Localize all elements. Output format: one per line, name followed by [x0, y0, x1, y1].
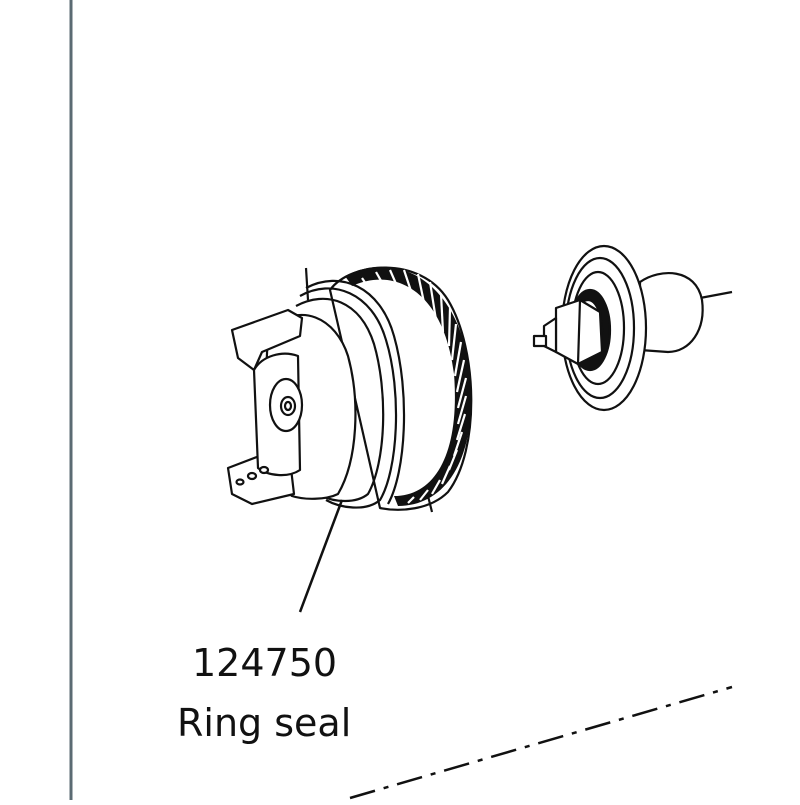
- hex-edge: [576, 299, 582, 365]
- needle-shaft: [699, 290, 733, 300]
- horn-hole: [258, 465, 270, 475]
- fluid-nozzle-assembly: [532, 244, 733, 412]
- ring-seal-inner: [305, 279, 406, 505]
- air-cap-upper-horn: [230, 308, 304, 372]
- part-name-label: Ring seal: [177, 701, 352, 745]
- ring-seal-outer: [299, 287, 398, 509]
- air-cap-assembly: [226, 266, 473, 513]
- horn-hole: [246, 471, 258, 481]
- assembly-axis-line: [349, 685, 733, 800]
- nozzle-tip-end: [532, 334, 548, 348]
- ring-seal-groove: [295, 297, 385, 503]
- part-number-label: 124750: [192, 641, 338, 685]
- knurl-lines: [361, 269, 468, 504]
- callout-leader-line: [298, 499, 344, 613]
- nozzle-center: [283, 400, 293, 412]
- nozzle-rear-body: [638, 271, 704, 354]
- alignment-mark: [304, 267, 310, 301]
- alignment-mark: [426, 495, 434, 513]
- horn-hole: [235, 478, 245, 486]
